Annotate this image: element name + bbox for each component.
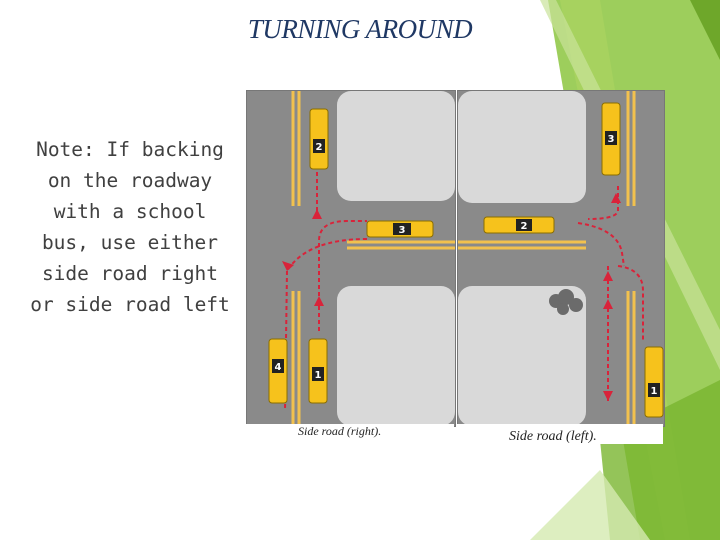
bus-3: 3 <box>366 220 434 238</box>
arrow-head <box>282 261 294 271</box>
center-line-vertical <box>626 91 636 426</box>
arrow-head <box>603 391 613 401</box>
caption-side-road-left: Side road (left). <box>457 424 663 444</box>
arrow-head <box>314 296 324 306</box>
curb-top-left <box>458 91 586 203</box>
side-road-right-diagram: 2 3 4 1 <box>246 90 456 427</box>
curb-top-right <box>337 91 455 201</box>
caption-side-road-right: Side road (right). <box>246 424 454 438</box>
bus-4: 4 <box>268 338 288 404</box>
slide-title: TURNING AROUND <box>247 14 473 44</box>
bus-1: 1 <box>308 338 328 404</box>
bus-2: 2 <box>483 216 555 234</box>
bus-number: 1 <box>315 370 322 381</box>
arrow-head <box>611 193 621 203</box>
bus-number: 2 <box>316 142 323 153</box>
center-line-horizontal <box>458 240 586 250</box>
curb-bottom-left <box>458 286 586 426</box>
bus-number: 4 <box>275 362 282 373</box>
curb-bottom-right <box>337 286 455 426</box>
bus-number: 1 <box>651 386 658 397</box>
center-line-vertical <box>291 91 301 426</box>
arrow-head <box>603 299 613 309</box>
center-line-horizontal <box>347 240 455 250</box>
bus-number: 2 <box>521 221 528 232</box>
arrow-head <box>603 271 613 281</box>
bus-1: 1 <box>644 346 664 418</box>
arrow-head <box>312 209 322 219</box>
bus-number: 3 <box>608 134 615 145</box>
side-road-left-diagram: 3 2 1 <box>457 90 665 427</box>
backing-note: Note: If backing on the roadway with a s… <box>30 138 230 316</box>
bus-3: 3 <box>601 102 621 176</box>
shrub-icon <box>549 289 583 315</box>
bus-2: 2 <box>309 108 329 170</box>
bus-number: 3 <box>399 225 406 236</box>
turn-path-arrows <box>577 186 644 401</box>
